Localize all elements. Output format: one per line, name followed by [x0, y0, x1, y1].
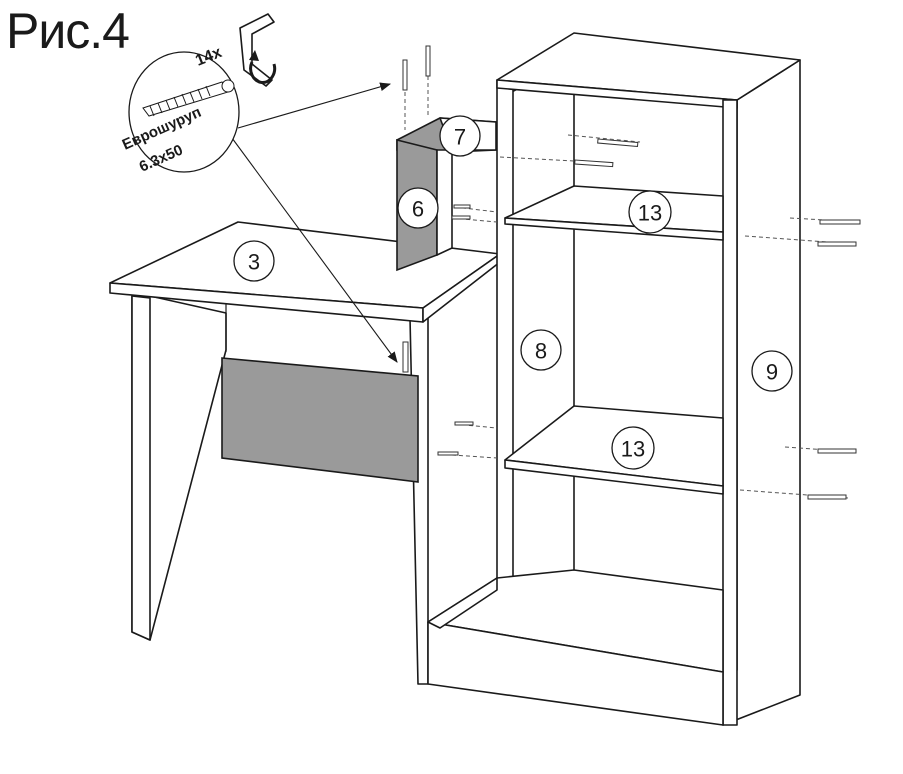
part-callout-8: 8: [520, 329, 562, 371]
part-callout-13-lower: 13: [611, 426, 655, 470]
screw-icon: [807, 494, 847, 500]
hardware-badge: 14x Еврошуруп 6.3x50: [120, 13, 277, 176]
part-number: 13: [638, 201, 662, 226]
screw-icon: [819, 219, 861, 225]
part-callout-9: 9: [751, 350, 793, 392]
part-number: 7: [454, 125, 466, 150]
bookcase-left-side-8: [496, 79, 514, 633]
desk-left-leg-front: [131, 295, 151, 641]
screw-icon: [451, 215, 471, 220]
desk-right-panel-edge: [409, 317, 429, 685]
bookcase-assembly: [427, 32, 801, 726]
screw-icon: [574, 159, 614, 168]
screw-icon: [453, 204, 471, 209]
part-number: 13: [621, 437, 645, 462]
part-number: 3: [248, 250, 260, 275]
euro-screw-icon: [142, 79, 235, 117]
part-callout-3: 3: [233, 240, 275, 282]
part-number: 8: [535, 339, 547, 364]
bookcase-plinth: [427, 621, 724, 726]
rotate-arrow-icon: [249, 50, 277, 84]
part-number: 9: [766, 360, 778, 385]
hex-key-icon: [239, 13, 275, 87]
screw-icon: [817, 448, 857, 454]
part-callout-6: 6: [397, 187, 439, 229]
bookcase-right-front-edge: [722, 99, 738, 726]
shelf-side-edge: [436, 149, 453, 256]
screw-icon: [402, 59, 408, 91]
part-callout-7: 7: [439, 115, 481, 157]
screw-icon: [402, 341, 409, 373]
screw-guides: [402, 45, 861, 500]
screw-icon: [437, 451, 459, 456]
modesty-panel: [221, 357, 419, 483]
screw-icon: [454, 421, 474, 426]
plinth-side: [427, 577, 498, 629]
part-callout-13-upper: 13: [628, 190, 672, 234]
figure-title: Рис.4: [6, 3, 130, 59]
lower-shelf-front: [504, 459, 724, 495]
screw-icon: [425, 45, 431, 77]
screw-icon: [817, 241, 857, 247]
screw-icon: [597, 138, 639, 148]
part-number: 6: [412, 197, 424, 222]
